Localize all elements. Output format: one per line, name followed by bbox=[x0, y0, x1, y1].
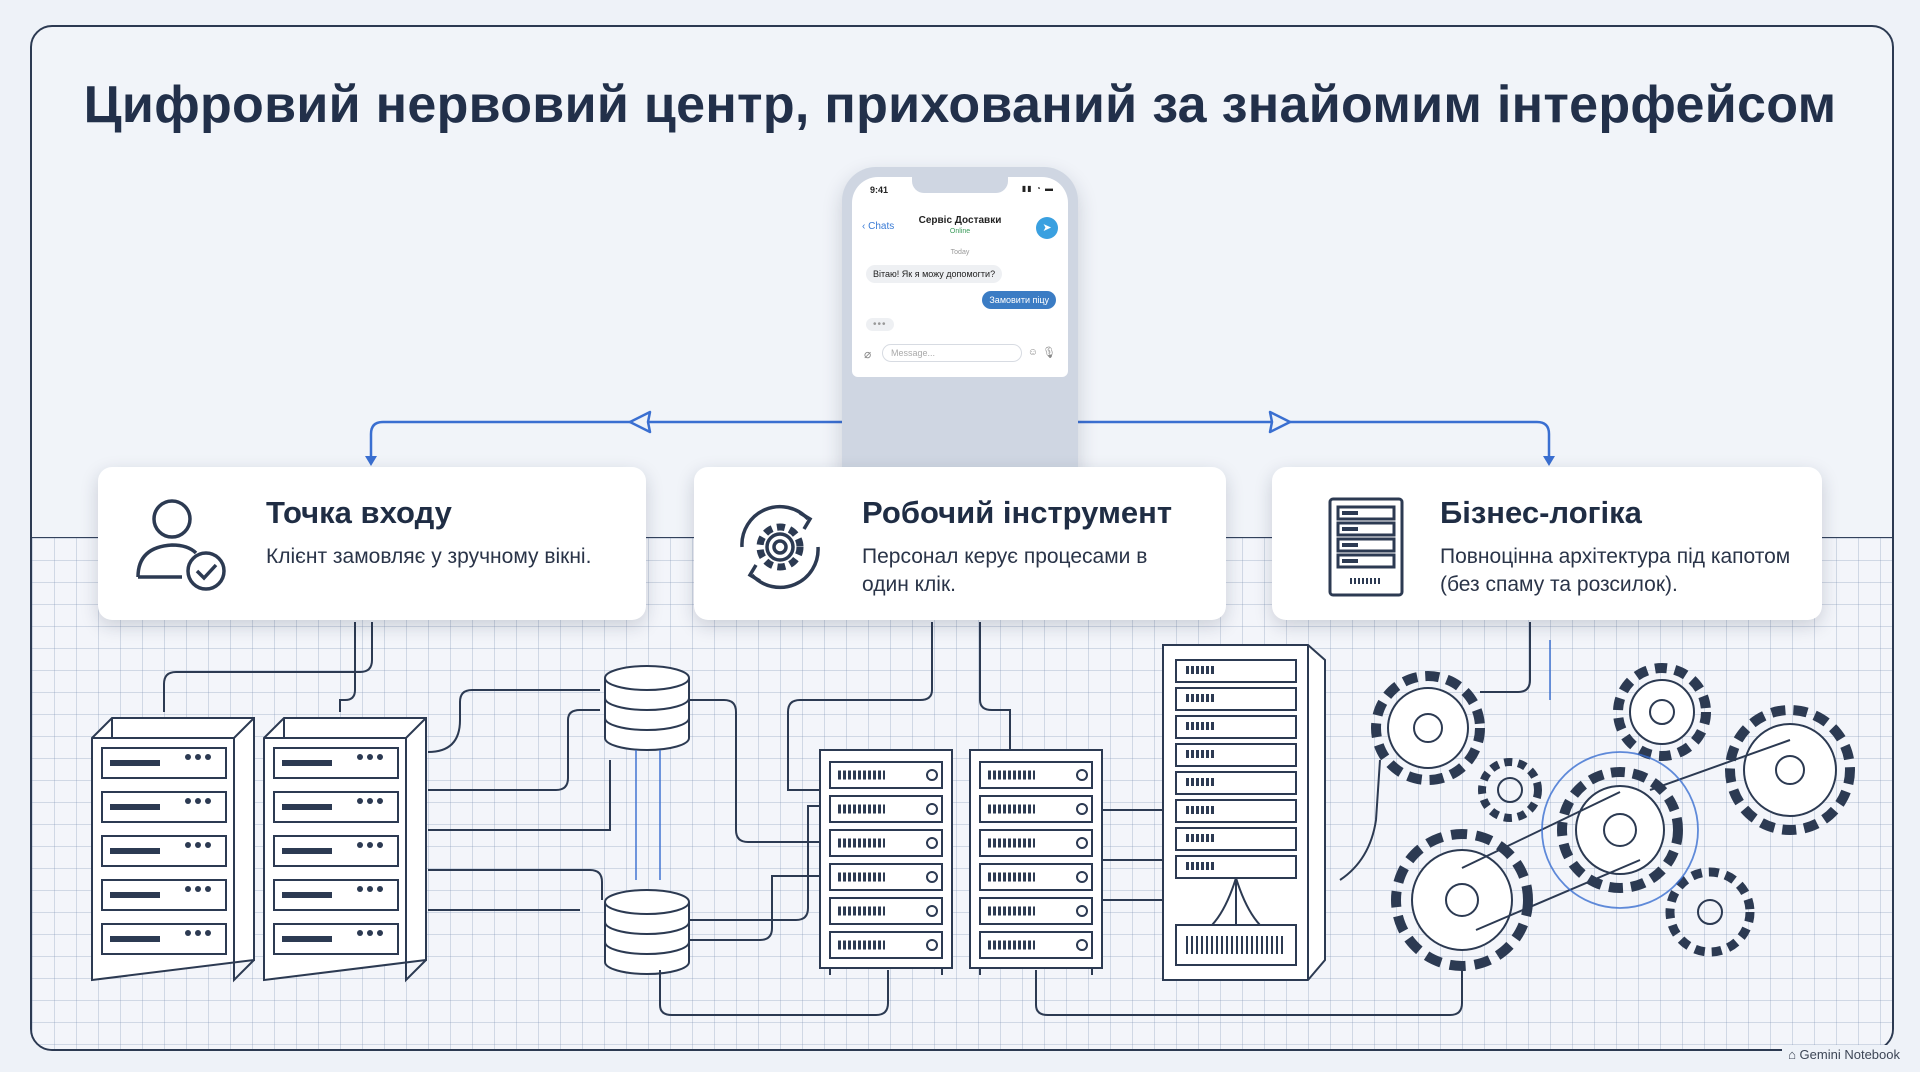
back-button[interactable]: ‹ Chats bbox=[862, 221, 895, 232]
phone-mockup: 9:41 ▮▮ ◔ ▬ ‹ Chats Сервіс Доставки Onli… bbox=[842, 167, 1078, 477]
notebook-logo-icon: ⌂ bbox=[1788, 1047, 1796, 1062]
watermark: ⌂ Gemini Notebook bbox=[1782, 1045, 1906, 1064]
telegram-icon[interactable]: ➤ bbox=[1036, 217, 1058, 239]
card-work-tool: Робочий інструмент Персонал керує процес… bbox=[694, 467, 1226, 620]
status-time: 9:41 bbox=[870, 185, 889, 195]
arrow-right-icon bbox=[1268, 410, 1292, 434]
incoming-message: Вітаю! Як я можу допомогти? bbox=[866, 265, 1003, 283]
card-description: Повноцінна архітектура під капотом (без … bbox=[1440, 545, 1791, 596]
message-input[interactable]: Message... bbox=[882, 344, 1022, 362]
card-description: Клієнт замовляє у зручному вікні. bbox=[266, 545, 592, 568]
arrow-down-icon bbox=[1543, 456, 1555, 466]
server-rack-icon bbox=[1328, 497, 1404, 597]
back-label: Chats bbox=[868, 221, 895, 232]
arrow-down-icon bbox=[365, 456, 377, 466]
chat-title: Сервіс Доставки bbox=[918, 215, 1002, 226]
card-entry-point: Точка входу Клієнт замовляє у зручному в… bbox=[98, 467, 646, 620]
page-title: Цифровий нервовий центр, прихований за з… bbox=[83, 76, 1837, 134]
server-unit-middle bbox=[819, 749, 1103, 975]
card-business-logic: Бізнес-логіка Повноцінна архітектура під… bbox=[1272, 467, 1822, 620]
signal-battery-icon: ▮▮ ◔ ▬ bbox=[1021, 184, 1054, 193]
phone-notch bbox=[912, 177, 1008, 193]
server-rack-left bbox=[91, 717, 255, 983]
day-separator: Today bbox=[950, 249, 970, 256]
gear-refresh-icon bbox=[740, 504, 820, 590]
outgoing-message: Замовити піцу bbox=[982, 291, 1056, 309]
arrow-left-icon bbox=[628, 410, 652, 434]
card-title: Робочий інструмент bbox=[862, 495, 1173, 530]
typing-indicator: ••• bbox=[866, 318, 894, 331]
tall-server-rack bbox=[1162, 644, 1326, 981]
gears-icon bbox=[1371, 663, 1855, 971]
cables bbox=[163, 622, 1531, 1016]
phone-screen: 9:41 ▮▮ ◔ ▬ ‹ Chats Сервіс Доставки Onli… bbox=[852, 177, 1068, 377]
database-icon bbox=[604, 665, 690, 751]
chat-status: Online bbox=[949, 228, 971, 235]
user-check-icon bbox=[136, 499, 226, 591]
microphone-icon[interactable]: 🎙 bbox=[1042, 347, 1056, 359]
watermark-text: Gemini Notebook bbox=[1799, 1047, 1900, 1062]
card-description: Персонал керує процесами в один клік. bbox=[862, 545, 1148, 596]
database-icon bbox=[604, 889, 690, 975]
attach-icon[interactable]: ⌀ bbox=[864, 347, 872, 361]
card-title: Точка входу bbox=[266, 495, 452, 530]
card-title: Бізнес-логіка bbox=[1440, 495, 1642, 530]
emoji-icon[interactable]: ☺ bbox=[1027, 347, 1038, 358]
server-rack-left-2 bbox=[263, 717, 427, 983]
